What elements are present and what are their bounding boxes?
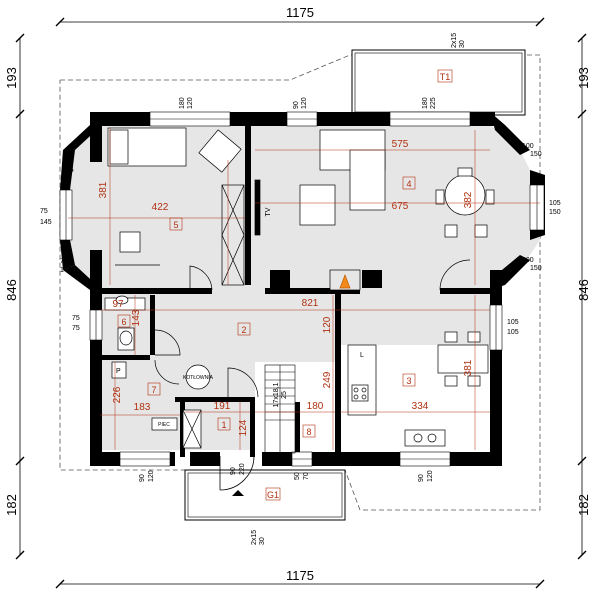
dim-180: 180	[307, 401, 324, 412]
w-top-mid-a: 90	[293, 101, 300, 109]
windows	[59, 111, 545, 467]
w-left-bot-b: 145	[60, 267, 72, 274]
w-bottom-door-b: 220	[239, 463, 246, 475]
w-bottom-left-b: 120	[148, 470, 155, 482]
t-top-b: 30	[459, 40, 466, 48]
dim-right-mid: 846	[576, 279, 591, 301]
w-top-left-a: 180	[179, 97, 186, 109]
room-5-label: 5	[173, 220, 178, 230]
w-left-wc-b: 75	[72, 325, 80, 332]
dim-249: 249	[322, 371, 333, 388]
dim-bottom-width: 1175	[286, 568, 314, 583]
porch-label: G1	[267, 490, 279, 500]
outer-dimension-lines	[19, 21, 583, 585]
interior-doors	[154, 259, 471, 398]
w-left-wc-a: 75	[72, 315, 80, 322]
w-bottom-door-a: 90	[230, 467, 237, 475]
w-top-left-b: 120	[187, 97, 194, 109]
w-left-bot-a: 75	[60, 258, 68, 265]
terrace-t1: T1	[351, 49, 526, 116]
dimension-ticks	[15, 17, 587, 589]
tv-label: TV	[265, 207, 272, 216]
room-labels: 4 5 6 2 3 7 1 8	[117, 176, 416, 438]
w-bottom-mid-a: 50	[294, 472, 301, 480]
w-right-diag1-b: 150	[530, 151, 542, 158]
p-label: P	[116, 368, 121, 375]
w-right-mid-b: 150	[549, 209, 561, 216]
g-bottom-b: 30	[259, 537, 266, 545]
dim-left-mid: 846	[4, 279, 19, 301]
dim-124: 124	[238, 419, 249, 436]
l-label: L	[360, 352, 364, 359]
w-right-mid-a: 105	[549, 200, 561, 207]
misc-labels: TV 17x18,1 25 KOTŁOWNIA PIEC P L	[116, 207, 364, 428]
dim-right-bottom: 182	[576, 494, 591, 516]
dim-821: 821	[302, 298, 319, 309]
dim-left-bottom: 182	[4, 494, 19, 516]
w-bottom-mid-b: 70	[303, 472, 310, 480]
kitchen-furniture	[347, 331, 489, 447]
stairs-label: 17x18,1	[273, 382, 280, 407]
dim-191: 191	[214, 401, 231, 412]
w-right-diag2-b: 150	[530, 265, 542, 272]
boiler-label: KOTŁOWNIA	[183, 375, 214, 381]
dim-575: 575	[392, 139, 409, 150]
w-top-right-b: 225	[430, 97, 437, 109]
terrace-label: T1	[440, 72, 451, 82]
room-8-label: 8	[306, 427, 311, 437]
dim-183: 183	[134, 402, 151, 413]
g-bottom-a: 2x15	[251, 530, 258, 545]
porch-g1: G1	[184, 469, 346, 521]
room-3-label: 3	[406, 376, 411, 386]
dim-left-top: 193	[4, 67, 19, 89]
dim-382: 382	[463, 191, 474, 208]
dim-143: 143	[131, 309, 142, 326]
inner-dimension-lines	[68, 128, 540, 450]
t-top-a: 2x15	[451, 33, 458, 48]
entry-door	[219, 455, 255, 491]
w-left-mid-b: 145	[40, 219, 52, 226]
w-bottom-right-a: 90	[418, 474, 425, 482]
w-right-bot-a: 105	[507, 319, 519, 326]
room-4-label: 4	[406, 179, 411, 189]
w-right-diag2-a: 100	[522, 257, 534, 264]
dim-381a: 381	[98, 181, 109, 198]
w-top-mid-b: 120	[301, 97, 308, 109]
dim-422: 422	[152, 202, 169, 213]
w-left-mid-a: 75	[40, 208, 48, 215]
room-2-label: 2	[241, 325, 246, 335]
w-bottom-left-a: 90	[139, 474, 146, 482]
dim-381b: 381	[463, 359, 474, 376]
dim-226: 226	[112, 386, 123, 403]
furnace-label: PIEC	[158, 422, 170, 428]
w-right-bot-b: 105	[507, 329, 519, 336]
w-left-top-b: 145	[62, 167, 74, 174]
boiler-items	[111, 361, 211, 449]
opening-labels: 180 120 90 120 180 225 75 145 75 145 75 …	[40, 33, 561, 545]
w-bottom-right-b: 120	[427, 470, 434, 482]
room-1-label: 1	[221, 420, 226, 430]
dim-675: 675	[392, 201, 409, 212]
dim-120: 120	[322, 316, 333, 333]
w-left-top-a: 75	[62, 157, 70, 164]
bedroom-furniture	[107, 127, 245, 286]
room-7-label: 7	[151, 385, 156, 395]
inner-dimension-text: 575 675 382 422 381 821 97 143 120 249 3…	[98, 139, 474, 436]
dim-334: 334	[412, 401, 429, 412]
room-6-label: 6	[121, 317, 126, 327]
w-right-diag1-a: 100	[522, 143, 534, 150]
w-top-right-a: 180	[422, 97, 429, 109]
dim-top-width: 1175	[286, 5, 314, 20]
dim-97: 97	[112, 299, 124, 310]
dim-right-top: 193	[576, 67, 591, 89]
stairs-sub-label: 25	[281, 391, 288, 399]
